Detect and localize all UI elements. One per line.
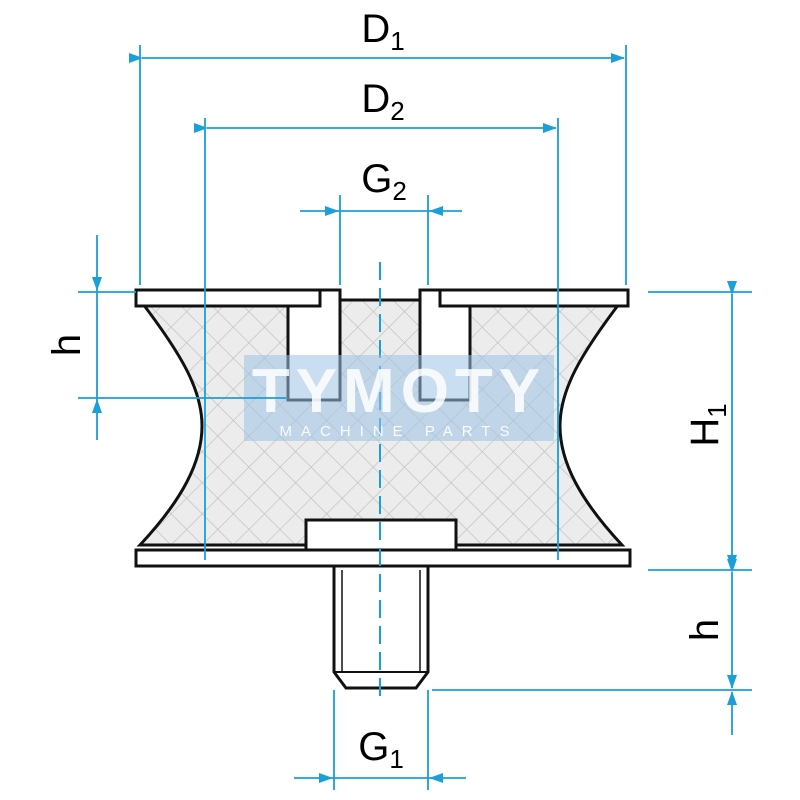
label-g2: G2 — [361, 157, 407, 206]
label-d1: D1 — [361, 7, 404, 56]
label-h-top: h — [45, 334, 89, 356]
watermark: TYMOTY MACHINE PARTS — [244, 355, 554, 441]
label-g1: G1 — [358, 725, 404, 774]
dimension-lines — [78, 45, 752, 790]
label-h-bottom: h — [683, 619, 727, 641]
watermark-brand: TYMOTY — [252, 357, 546, 426]
watermark-tagline: MACHINE PARTS — [280, 423, 519, 440]
label-d2: D2 — [361, 77, 404, 126]
label-h1: H1 — [683, 403, 732, 446]
